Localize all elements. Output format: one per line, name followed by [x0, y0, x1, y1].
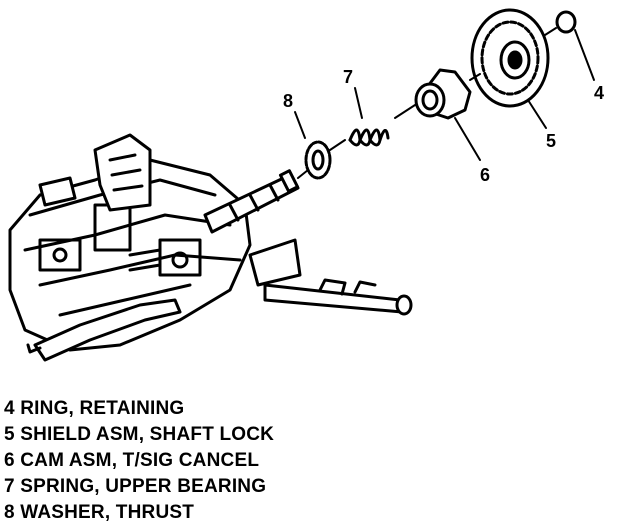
parts-legend: 4 RING, RETAINING 5 SHIELD ASM, SHAFT LO…	[4, 396, 274, 526]
upper-bracket	[93, 133, 152, 212]
tilt-lever	[26, 298, 182, 362]
exploded-view-diagram	[8, 8, 595, 362]
callout-4: 4	[594, 83, 605, 103]
callout-5: 5	[546, 131, 557, 151]
legend-item: 6 CAM ASM, T/SIG CANCEL	[4, 450, 260, 471]
callout-8: 8	[283, 91, 294, 111]
steering-shaft	[203, 169, 300, 234]
upper-bearing-spring	[348, 128, 390, 147]
left-tab	[38, 176, 77, 207]
leader-lines	[294, 29, 595, 161]
assembly-axis	[297, 27, 557, 179]
callout-6: 6	[480, 165, 491, 185]
cancel-cam-assembly	[414, 68, 472, 120]
legend-item: 7 SPRING, UPPER BEARING	[4, 476, 267, 497]
steering-column-housing	[8, 158, 252, 352]
callout-7: 7	[343, 67, 354, 87]
turn-signal-lever	[248, 238, 413, 316]
legend-item: 8 WASHER, THRUST	[4, 502, 195, 523]
legend-item: 5 SHIELD ASM, SHAFT LOCK	[4, 424, 275, 445]
retaining-ring	[555, 10, 577, 34]
legend-item: 4 RING, RETAINING	[4, 398, 185, 419]
shaft-lock-shield	[470, 8, 550, 108]
thrust-washer	[304, 140, 332, 180]
